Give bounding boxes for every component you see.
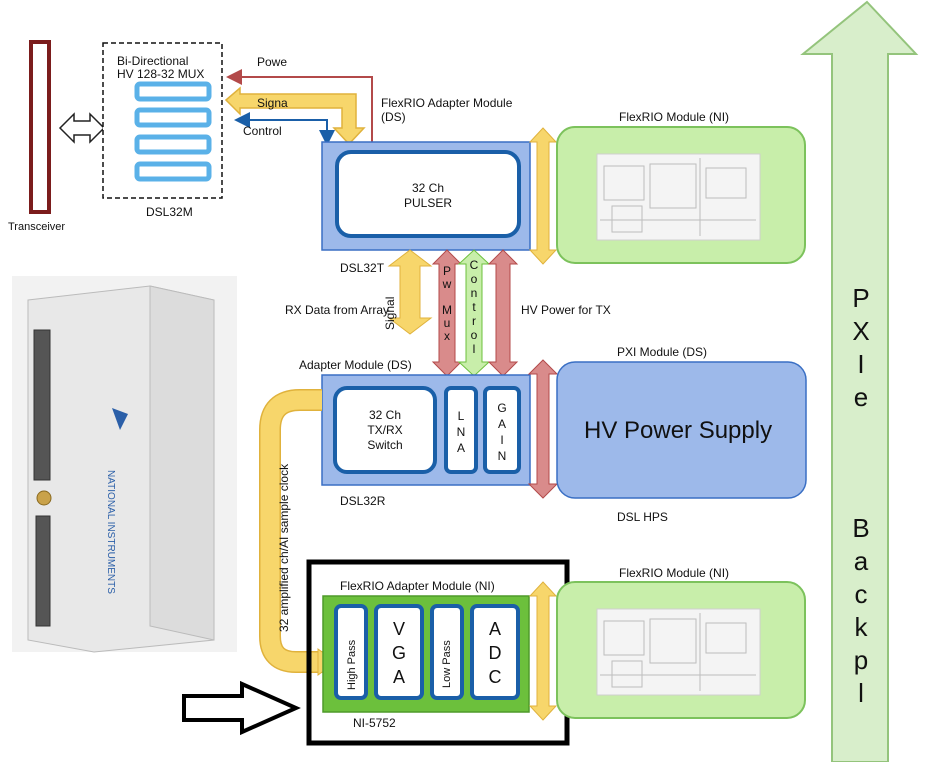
switch-box bbox=[333, 386, 437, 474]
signal-vertical-arrow bbox=[387, 249, 433, 335]
flexrio-adapter-ni-label: FlexRIO Adapter Module (NI) bbox=[340, 579, 495, 593]
ni5752-label: NI-5752 bbox=[353, 716, 396, 730]
dsl32t-flexrio-link bbox=[528, 127, 558, 265]
ni5752-flexrio-link bbox=[528, 581, 558, 721]
power-label: Powe bbox=[257, 55, 288, 69]
rx-data-label: RX Data from Array bbox=[285, 303, 390, 317]
pulser-line2: PULSER bbox=[403, 196, 453, 210]
signal-vertical-label: Signal bbox=[383, 296, 397, 330]
sample-clock-label: 32 amplified ch/AI sample clock bbox=[277, 463, 291, 632]
control-label: Control bbox=[243, 124, 282, 138]
switch-line2: TX/RX bbox=[367, 423, 403, 437]
svg-text:NATIONAL INSTRUMENTS: NATIONAL INSTRUMENTS bbox=[105, 470, 116, 594]
dsl32t-label: DSL32T bbox=[340, 261, 385, 275]
low-pass-label: Low Pass bbox=[441, 640, 453, 688]
power-line bbox=[226, 69, 373, 146]
signal-label: Signa bbox=[257, 96, 288, 110]
high-pass-box bbox=[334, 604, 368, 700]
mux-slot-1 bbox=[134, 81, 212, 102]
mux-slot-4 bbox=[134, 161, 212, 182]
hv-power-tx-arrow bbox=[487, 249, 519, 377]
dsl32r-hps-link bbox=[527, 359, 559, 499]
transceiver-mux-double-arrow bbox=[58, 112, 106, 144]
pxi-module-ds-label: PXI Module (DS) bbox=[617, 345, 708, 359]
gain-box bbox=[483, 386, 521, 474]
mux-title-line2: HV 128-32 MUX bbox=[117, 67, 205, 81]
mux-slot-3 bbox=[134, 134, 212, 155]
hv-power-supply-label: HV Power Supply bbox=[584, 417, 773, 444]
pulser-line1: 32 Ch bbox=[411, 181, 445, 195]
highlight-pointer-arrow bbox=[182, 680, 301, 736]
flexrio-board-image-bottom bbox=[596, 608, 761, 696]
adc-box bbox=[470, 604, 520, 700]
mux-title-line1: Bi-Directional bbox=[117, 54, 189, 68]
switch-line1: 32 Ch bbox=[368, 408, 402, 422]
dsl-hps-label: DSL HPS bbox=[617, 510, 668, 524]
flexrio-adapter-ds-line2: (DS) bbox=[381, 110, 406, 124]
low-pass-box bbox=[430, 604, 464, 700]
lna-box bbox=[444, 386, 478, 474]
sample-clock-curve-fill bbox=[260, 390, 324, 672]
dsl32m-label: DSL32M bbox=[146, 205, 193, 219]
flexrio-module-top-label: FlexRIO Module (NI) bbox=[619, 110, 730, 124]
flexrio-board-image-top bbox=[596, 153, 761, 241]
dsl32r-label: DSL32R bbox=[340, 494, 386, 508]
adapter-module-ds-label: Adapter Module (DS) bbox=[299, 358, 412, 372]
flexrio-module-bottom-label: FlexRIO Module (NI) bbox=[619, 566, 730, 580]
pxie-backplane-arrow bbox=[800, 0, 919, 762]
switch-line3: Switch bbox=[367, 438, 403, 452]
vga-box bbox=[374, 604, 424, 700]
transceiver-label: Transceiver bbox=[8, 221, 66, 233]
hv-power-supply-box bbox=[556, 361, 807, 499]
pulser-box bbox=[335, 150, 521, 238]
flexrio-adapter-ds-line1: FlexRIO Adapter Module bbox=[381, 96, 513, 110]
transceiver-bar bbox=[29, 40, 51, 214]
mux-slot-2 bbox=[134, 107, 212, 128]
high-pass-label: High Pass bbox=[346, 639, 358, 690]
ni-adapter-photo: NATIONAL INSTRUMENTS bbox=[12, 276, 237, 653]
hv-power-tx-label: HV Power for TX bbox=[521, 303, 611, 317]
